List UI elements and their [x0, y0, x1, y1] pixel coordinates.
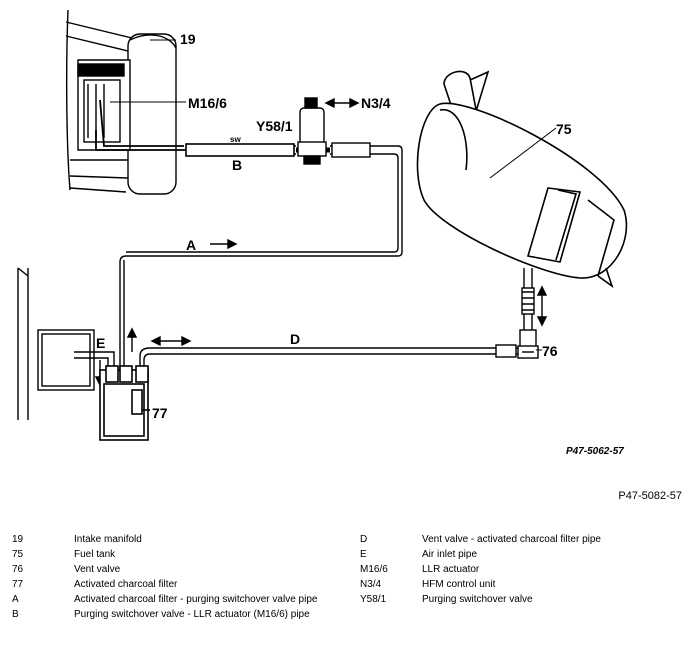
legend-description: Air inlet pipe: [422, 549, 478, 560]
legend-row: 77 Activated charcoal filter: [12, 579, 342, 591]
legend-description: Vent valve: [74, 564, 121, 575]
vertical-double-arrow: [536, 285, 548, 327]
legend-key: 77: [12, 579, 24, 590]
air-inlet-frame: [17, 267, 115, 420]
legend-row: Y58/1 Purging switchover valve: [360, 594, 680, 606]
tank-vent-pipe: [521, 268, 535, 330]
legend-row: D Vent valve - activated charcoal filter …: [360, 534, 680, 546]
n34-double-arrow: [324, 97, 360, 109]
switchover-valve-drawing: [297, 97, 327, 165]
legend-row: M16/6 LLR actuator: [360, 564, 680, 576]
legend-right-column: D Vent valve - activated charcoal filter …: [360, 534, 680, 609]
legend-row: E Air inlet pipe: [360, 549, 680, 561]
legend-key: B: [12, 609, 19, 620]
legend-row: N3/4 HFM control unit: [360, 579, 680, 591]
legend-row: B Purging switchover valve - LLR actuator…: [12, 609, 342, 621]
pipe-a: [119, 142, 403, 370]
legend-row: 19 Intake manifold: [12, 534, 342, 546]
legend-key: 75: [12, 549, 24, 560]
legend-key: M16/6: [360, 564, 388, 575]
callout-m16-6: M16/6: [188, 95, 227, 111]
legend-description: Activated charcoal filter: [74, 579, 178, 590]
pipe-d-double-arrow: [150, 335, 192, 347]
intake-manifold-drawing: [65, 9, 186, 195]
fuel-evaporation-diagram: 19 M16/6 Y58/1 N3/4 sw B 75 A D E 76 77: [17, 9, 628, 441]
callout-77: 77: [152, 405, 168, 421]
callout-n3-4: N3/4: [361, 95, 391, 111]
sw-marking: sw: [230, 135, 241, 144]
legend-key: A: [12, 594, 19, 605]
legend-description: LLR actuator: [422, 564, 480, 575]
callout-d: D: [290, 331, 300, 347]
legend-description: Activated charcoal filter - purging swit…: [74, 594, 318, 605]
callout-a: A: [186, 237, 196, 253]
legend-key: N3/4: [360, 579, 382, 590]
legend-description: HFM control unit: [422, 579, 496, 590]
vent-valve-drawing: [517, 329, 539, 359]
legend-key: 76: [12, 564, 24, 575]
leader-75: [489, 127, 557, 179]
legend-row: A Activated charcoal filter - purging swi…: [12, 594, 342, 606]
legend-row: 76 Vent valve: [12, 564, 342, 576]
callout-e: E: [96, 335, 105, 351]
figure-reference: P47-5082-57: [618, 490, 682, 502]
legend-left-column: 19 Intake manifold 75 Fuel tank 76 Vent valve…: [12, 534, 342, 624]
filter-up-arrow: [126, 327, 138, 352]
legend-description: Purging switchover valve - LLR actuator …: [74, 609, 310, 620]
legend-description: Purging switchover valve: [422, 594, 533, 605]
legend-key: Y58/1: [360, 594, 387, 605]
pipe-b: [185, 143, 330, 157]
legend-description: Vent valve - activated charcoal filter p…: [422, 534, 601, 545]
fuel-tank-drawing: [416, 70, 628, 289]
callout-b: B: [232, 157, 242, 173]
callout-y58-1: Y58/1: [256, 118, 293, 134]
legend: 19 Intake manifold 75 Fuel tank 76 Vent valve…: [0, 534, 690, 644]
pipe-d: [139, 344, 518, 372]
legend-description: Fuel tank: [74, 549, 116, 560]
callout-75: 75: [556, 121, 572, 137]
legend-key: 19: [12, 534, 24, 545]
pipe-a-arrow: [210, 238, 238, 250]
legend-key: E: [360, 549, 367, 560]
legend-key: D: [360, 534, 368, 545]
charcoal-filter-drawing: [99, 365, 150, 441]
legend-description: Intake manifold: [74, 534, 142, 545]
figure-reference-top: P47-5062-57: [566, 446, 624, 457]
callout-19: 19: [180, 31, 196, 47]
legend-row: 75 Fuel tank: [12, 549, 342, 561]
callout-76: 76: [542, 343, 558, 359]
